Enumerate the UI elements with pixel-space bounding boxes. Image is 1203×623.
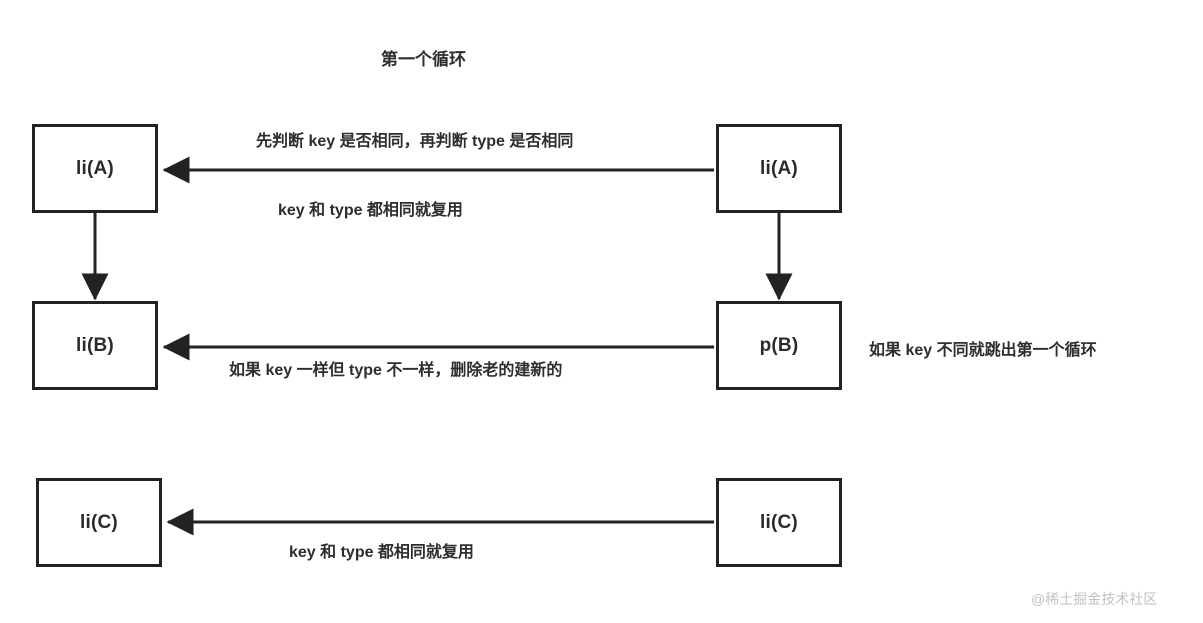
edge-label-row1-top: 先判断 key 是否相同，再判断 type 是否相同 bbox=[256, 133, 574, 150]
node-new-li-a-label: li(A) bbox=[760, 157, 798, 179]
node-old-li-c-label: li(C) bbox=[80, 511, 118, 533]
edge-label-row2-bottom: 如果 key 一样但 type 不一样，删除老的建新的 bbox=[229, 362, 563, 379]
node-new-li-a[interactable]: li(A) bbox=[716, 124, 842, 213]
node-old-li-b-label: li(B) bbox=[76, 334, 114, 356]
node-new-li-c-label: li(C) bbox=[760, 511, 798, 533]
side-note-row2-right: 如果 key 不同就跳出第一个循环 bbox=[869, 342, 1097, 359]
edge-label-row3-bottom: key 和 type 都相同就复用 bbox=[289, 544, 474, 561]
node-old-li-b[interactable]: li(B) bbox=[32, 301, 158, 390]
diagram-title: 第一个循环 bbox=[381, 50, 466, 69]
node-new-p-b-label: p(B) bbox=[759, 334, 799, 356]
node-new-p-b[interactable]: p(B) bbox=[716, 301, 842, 390]
node-new-li-c[interactable]: li(C) bbox=[716, 478, 842, 567]
node-old-li-c[interactable]: li(C) bbox=[36, 478, 162, 567]
watermark: @稀土掘金技术社区 bbox=[1031, 591, 1158, 607]
node-old-li-a-label: li(A) bbox=[76, 157, 114, 179]
node-old-li-a[interactable]: li(A) bbox=[32, 124, 158, 213]
edge-label-row1-bottom: key 和 type 都相同就复用 bbox=[278, 202, 463, 219]
